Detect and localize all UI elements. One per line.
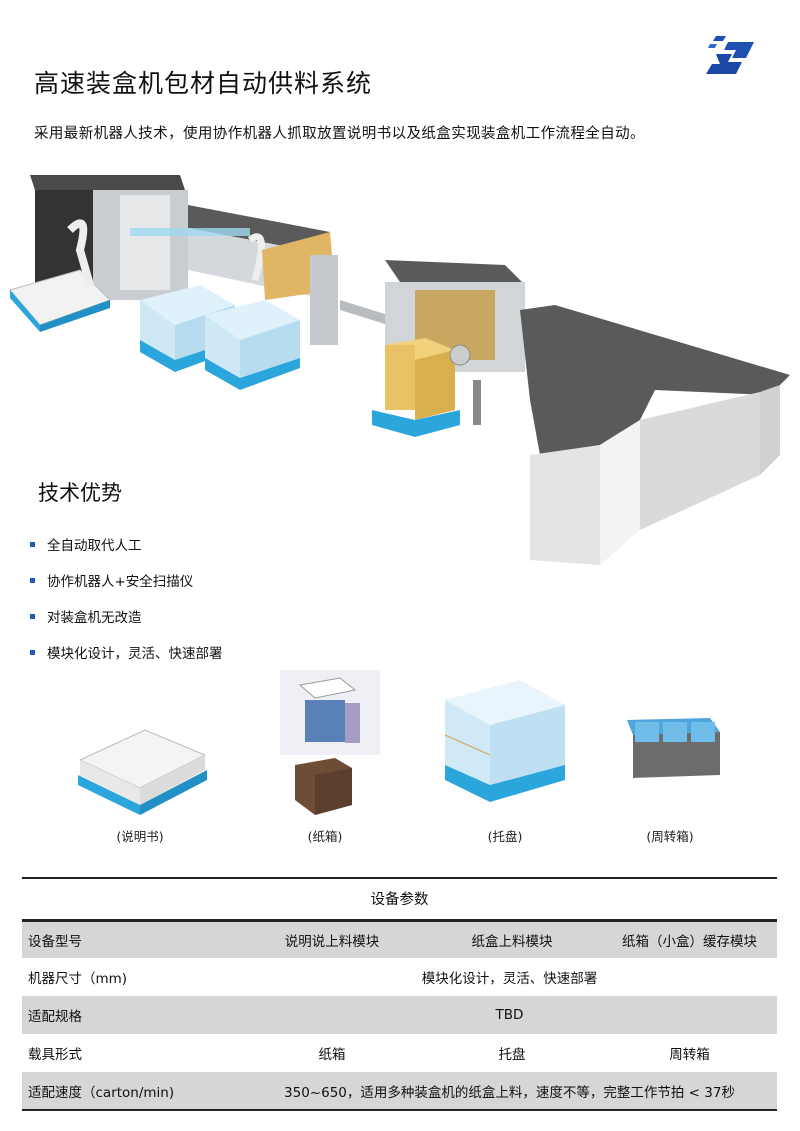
advantage-item: 对装盒机无改造	[30, 598, 223, 634]
spec-table-title: 设备参数	[22, 877, 777, 922]
carrier-caption: (说明书)	[116, 829, 164, 844]
carrier-caption: (纸箱)	[307, 829, 343, 844]
table-cell: 说明说上料模块	[242, 920, 422, 958]
row-label: 适配规格	[22, 996, 242, 1034]
table-row: 设备型号 说明说上料模块 纸盒上料模块 纸箱（小盒）缓存模块	[22, 920, 777, 958]
table-row: 适配规格 TBD	[22, 996, 777, 1034]
spec-table: 设备参数 设备型号 说明说上料模块 纸盒上料模块 纸箱（小盒）缓存模块 机器尺寸…	[22, 877, 777, 1111]
page-title: 高速装盒机包材自动供料系统	[34, 69, 373, 98]
system-render-image	[0, 165, 800, 575]
row-label: 设备型号	[22, 920, 242, 958]
advantage-item: 全自动取代人工	[30, 526, 223, 562]
carrier-caption: (托盘)	[487, 829, 523, 844]
carrier-pallet: (托盘)	[430, 670, 580, 850]
table-row: 适配速度（carton/min) 350~650，适用多种装盒机的纸盒上料，速度…	[22, 1072, 777, 1111]
manual-pallet-image	[78, 729, 207, 815]
row-label: 载具形式	[28, 1047, 82, 1063]
table-cell: 纸箱	[318, 1047, 346, 1063]
table-cell: 托盘	[498, 1047, 526, 1063]
bullet-icon	[30, 613, 35, 619]
pallet-image	[444, 680, 565, 802]
page-subtitle: 采用最新机器人技术，使用协作机器人抓取放置说明书以及纸盒实现装盒机工作流程全自动…	[34, 126, 645, 142]
row-label: 机器尺寸（mm)	[28, 971, 128, 987]
table-cell: 350~650，适用多种装盒机的纸盒上料，速度不等，完整工作节拍 < 37秒	[242, 1072, 777, 1111]
tote-image	[627, 718, 720, 778]
table-cell: 模块化设计，灵活、快速部署	[421, 971, 598, 987]
carton-box-image	[280, 670, 380, 815]
table-row: 载具形式 纸箱 托盘 周转箱	[22, 1034, 777, 1072]
bullet-icon	[30, 577, 35, 583]
table-row: 机器尺寸（mm) 模块化设计，灵活、快速部署	[22, 958, 777, 996]
carrier-manual-pallet: (说明书)	[70, 670, 210, 850]
company-logo-icon	[702, 30, 758, 78]
advantage-item: 协作机器人+安全扫描仪	[30, 562, 223, 598]
carrier-carton-box: (纸箱)	[260, 670, 390, 850]
carrier-caption: (周转箱)	[646, 829, 694, 844]
table-cell: 纸箱（小盒）缓存模块	[602, 920, 777, 958]
advantage-item: 模块化设计，灵活、快速部署	[30, 634, 223, 670]
advantages-list: 全自动取代人工 协作机器人+安全扫描仪 对装盒机无改造 模块化设计，灵活、快速部…	[30, 526, 223, 670]
bullet-icon	[30, 649, 35, 655]
carrier-tote: (周转箱)	[610, 670, 730, 850]
row-label: 适配速度（carton/min)	[22, 1072, 242, 1111]
bullet-icon	[30, 541, 35, 547]
advantages-title: 技术优势	[38, 481, 122, 505]
table-cell: 纸盒上料模块	[422, 920, 602, 958]
table-cell: TBD	[242, 996, 777, 1034]
table-cell: 周转箱	[669, 1047, 710, 1063]
